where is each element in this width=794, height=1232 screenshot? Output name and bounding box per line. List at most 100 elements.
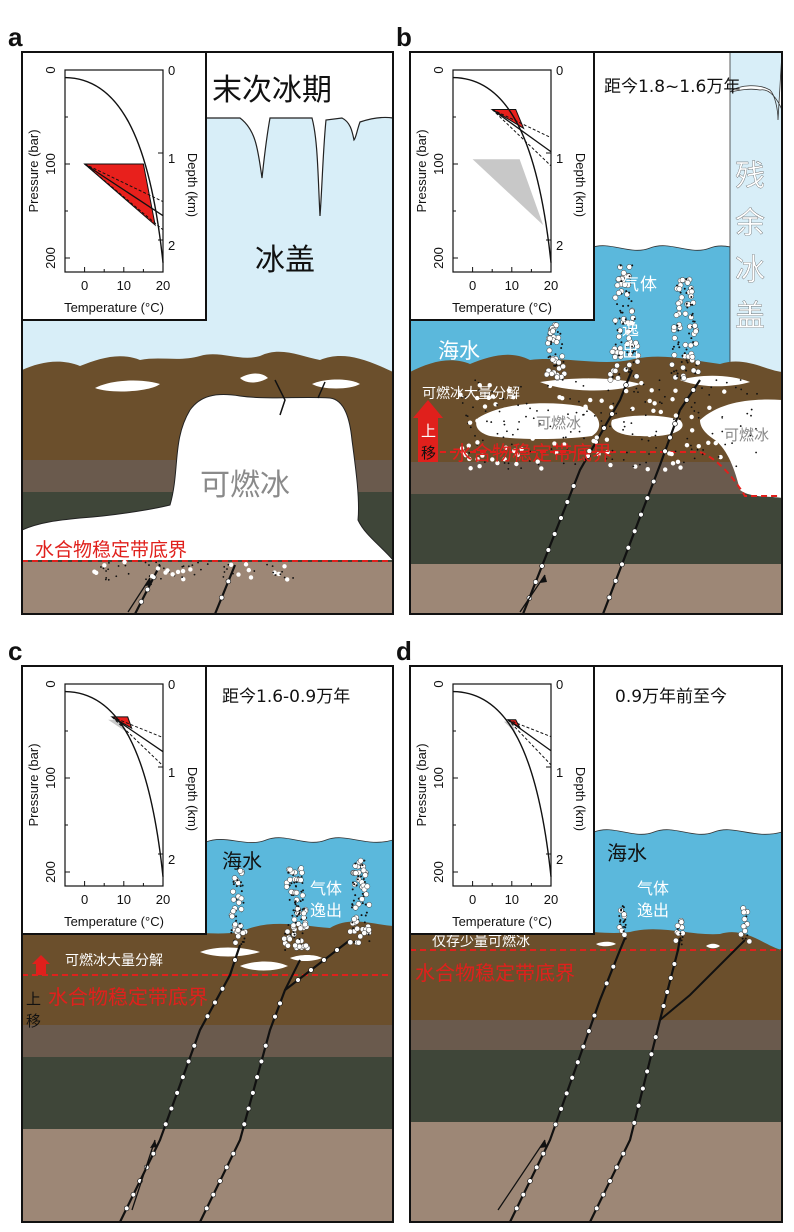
bubble — [691, 303, 694, 306]
bubble — [155, 566, 161, 571]
bubble — [625, 290, 628, 293]
gas-label-4: 出 — [622, 342, 639, 362]
bubble — [567, 425, 572, 430]
bubble — [677, 341, 680, 344]
bubble — [284, 948, 287, 951]
bubble — [625, 367, 628, 370]
rock-layer-3 — [22, 1057, 393, 1129]
bubble — [647, 398, 652, 404]
fault-bubble — [254, 1074, 260, 1080]
temperature-tick-label: 20 — [544, 278, 558, 293]
bubble — [683, 287, 686, 290]
bubble — [223, 565, 226, 568]
bubble — [618, 920, 621, 923]
bubble — [628, 275, 631, 278]
bubble — [685, 291, 688, 294]
bubble — [696, 444, 701, 449]
depth-axis-label: Depth (km) — [185, 767, 200, 831]
bubble — [235, 933, 242, 940]
bubble — [105, 576, 108, 579]
bubble — [506, 388, 512, 393]
bubble — [618, 317, 621, 320]
depth-tick-label: 0 — [168, 677, 175, 692]
plot-area — [452, 683, 552, 887]
depth-tick-label: 1 — [556, 765, 563, 780]
bubble — [303, 942, 309, 949]
fault-bubble — [607, 1178, 613, 1184]
bubble — [191, 564, 194, 567]
bubble — [731, 377, 736, 383]
bubble — [622, 925, 625, 928]
depth-axis-label: Depth (km) — [573, 767, 588, 831]
bubble — [361, 892, 364, 895]
fault-bubble — [138, 599, 144, 605]
bubble — [630, 422, 633, 425]
bubble — [642, 383, 645, 386]
bubble — [560, 346, 563, 349]
fault-bubble — [144, 586, 151, 593]
bubble — [107, 568, 110, 571]
rock-layer-2 — [22, 1025, 393, 1057]
fault-bubble — [180, 1074, 186, 1080]
bubble — [272, 570, 277, 575]
pressure-tick-label: 100 — [431, 767, 446, 789]
bubble — [587, 448, 592, 454]
bubble — [288, 898, 291, 901]
upward-arrow-icon — [32, 955, 50, 975]
bubble — [352, 870, 359, 876]
fault-bubble — [539, 563, 545, 569]
pressure-tick-label: 0 — [43, 680, 58, 687]
fault-bubble — [533, 1164, 540, 1171]
bubble — [560, 363, 567, 370]
bubble — [560, 395, 565, 401]
temperature-tick-label: 20 — [544, 892, 558, 907]
bubble — [681, 936, 684, 939]
bubble — [545, 340, 551, 347]
bubble — [620, 311, 623, 314]
bubble — [367, 933, 370, 936]
bubble — [676, 305, 683, 311]
bubble — [685, 359, 688, 362]
bubble — [742, 458, 747, 463]
bubble — [715, 379, 718, 382]
hydrate-body — [22, 394, 393, 560]
bubble — [193, 573, 196, 576]
bubble — [582, 413, 584, 416]
bubble — [632, 350, 635, 353]
bubble — [187, 565, 190, 568]
bubble — [635, 352, 642, 359]
bubble — [464, 396, 467, 398]
bubble — [235, 927, 241, 934]
bubble — [188, 567, 193, 572]
bubble — [236, 899, 242, 906]
hydrate-lenses — [476, 375, 750, 439]
bubble — [502, 436, 505, 439]
bubble — [230, 931, 233, 934]
ice-sheet-label: 冰盖 — [255, 243, 315, 278]
bubble — [293, 881, 296, 884]
bubble — [366, 901, 372, 908]
bubble — [718, 454, 723, 460]
bubble — [354, 862, 357, 865]
ice-surface-line — [206, 116, 393, 217]
bubble — [353, 883, 356, 886]
gas-bubbles — [616, 905, 753, 946]
bubble — [559, 353, 565, 360]
bubble — [232, 921, 239, 928]
fault-offset-arrow — [131, 1139, 156, 1211]
bubble — [271, 565, 274, 568]
bubble — [465, 414, 468, 417]
bubble — [706, 440, 711, 446]
fault-bubble — [540, 1150, 547, 1157]
fault-bubble — [174, 1090, 180, 1096]
bubble — [240, 890, 243, 893]
fault-bubble — [272, 1013, 278, 1020]
bubble — [472, 406, 474, 409]
bubble — [104, 578, 107, 581]
upward-label-2: 移 — [26, 1012, 41, 1030]
bubble — [621, 281, 628, 288]
bubble — [679, 418, 681, 420]
gas-label-2: 逸出 — [310, 901, 342, 920]
bubble — [237, 868, 244, 874]
depth-tick-label: 1 — [168, 765, 175, 780]
